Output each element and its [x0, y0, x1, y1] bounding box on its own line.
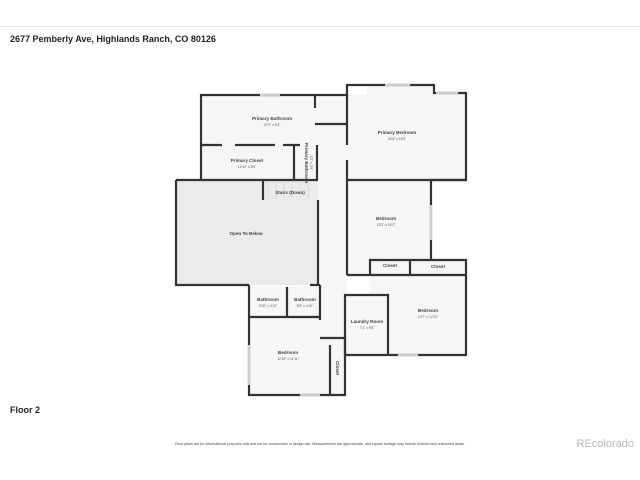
room-label: Open To Below	[229, 231, 263, 236]
room-label: Closet	[335, 361, 340, 376]
room-dims: 7'1" x 9'8"	[360, 326, 376, 330]
room-dims: 5'9" x 4'10"	[297, 304, 315, 308]
room-dims: 3'2" x 5'5"	[309, 156, 313, 172]
property-address: 2677 Pemberly Ave, Highlands Ranch, CO 8…	[10, 34, 216, 44]
room-dims: 24'8" x 15'5"	[388, 137, 407, 141]
room-label: Bedroom	[418, 308, 438, 313]
room-dims: 22'4" x 8'3"	[264, 123, 282, 127]
brand-logo: REcolorado	[576, 438, 634, 450]
room-label: Bathroom	[257, 297, 279, 302]
walls	[174, 83, 468, 397]
room-label: Laundry Room	[351, 319, 383, 324]
room-dims: 13'7" x 12'11"	[418, 315, 439, 319]
open-to-below-area	[176, 180, 318, 285]
room-dims: 12'10" x 11'11"	[277, 357, 300, 361]
room-label: Primary Bathroom	[304, 143, 309, 183]
divider	[0, 26, 640, 27]
room-dims: 5'10" x 4'10"	[259, 304, 278, 308]
room-label: Bedroom	[376, 216, 396, 221]
room-label: Primary Bathroom	[252, 116, 292, 121]
room-label: Closet	[431, 264, 446, 269]
room-label: Stairs (Down)	[275, 190, 305, 195]
room-label: Closet	[383, 263, 398, 268]
disclaimer: Floor plans are for informational purpos…	[175, 442, 465, 446]
floor-label: Floor 2	[10, 405, 41, 415]
room-dims: 14'10" x 5'5"	[238, 165, 257, 169]
room-label: Bedroom	[278, 350, 298, 355]
room-label: Bathroom	[294, 297, 316, 302]
stairs	[267, 182, 309, 198]
room-dims: 13'2" x 15'2"	[377, 223, 396, 227]
room-label: Primary Closet	[231, 158, 264, 163]
room-label: Primary Bedroom	[378, 130, 417, 135]
room-labels: Primary Bathroom 22'4" x 8'3" Primary Be…	[229, 116, 445, 375]
